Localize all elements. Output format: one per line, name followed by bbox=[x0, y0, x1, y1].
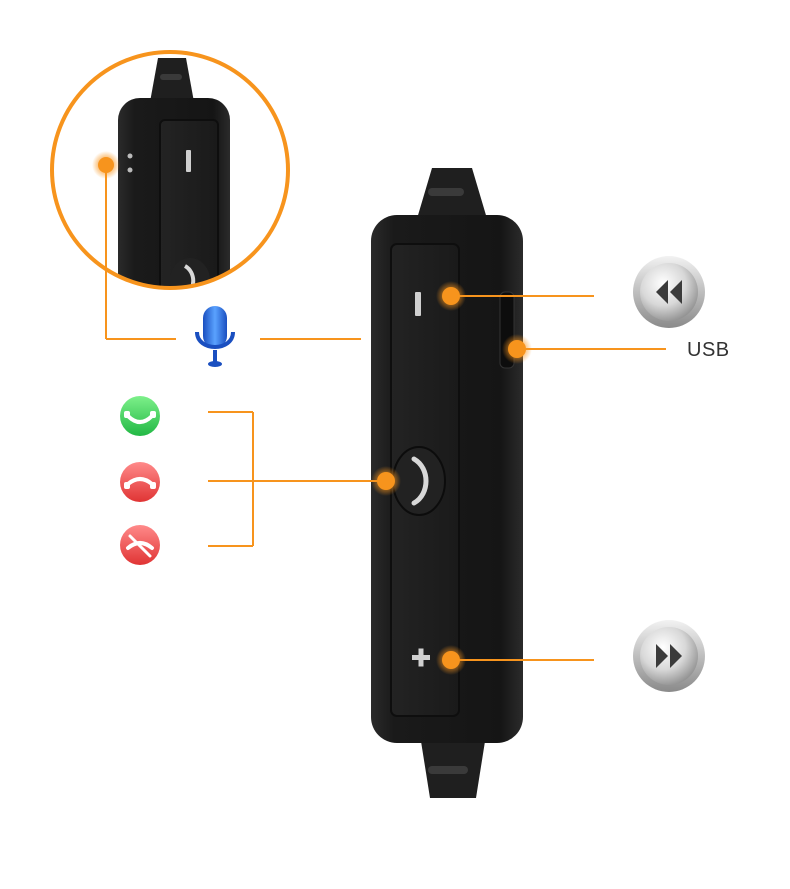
volume-up-button[interactable] bbox=[412, 648, 430, 667]
microphone-icon bbox=[195, 306, 235, 367]
fast-forward-icon bbox=[633, 620, 705, 692]
phone-reject-icon bbox=[120, 525, 160, 565]
volume-down-button[interactable] bbox=[415, 292, 421, 316]
usb-label: USB bbox=[687, 339, 730, 361]
phone-answer-icon bbox=[120, 396, 160, 436]
marker-dot-minus bbox=[436, 281, 466, 311]
marker-dot-usb bbox=[502, 334, 532, 364]
marker-dot-plus bbox=[436, 645, 466, 675]
callout-lines bbox=[105, 166, 666, 661]
rewind-icon bbox=[633, 256, 705, 328]
marker-dot-call bbox=[371, 466, 401, 496]
marker-dot-mic bbox=[92, 151, 120, 179]
phone-hangup-icon bbox=[120, 462, 160, 502]
microphone-zoom-inset bbox=[50, 50, 290, 290]
